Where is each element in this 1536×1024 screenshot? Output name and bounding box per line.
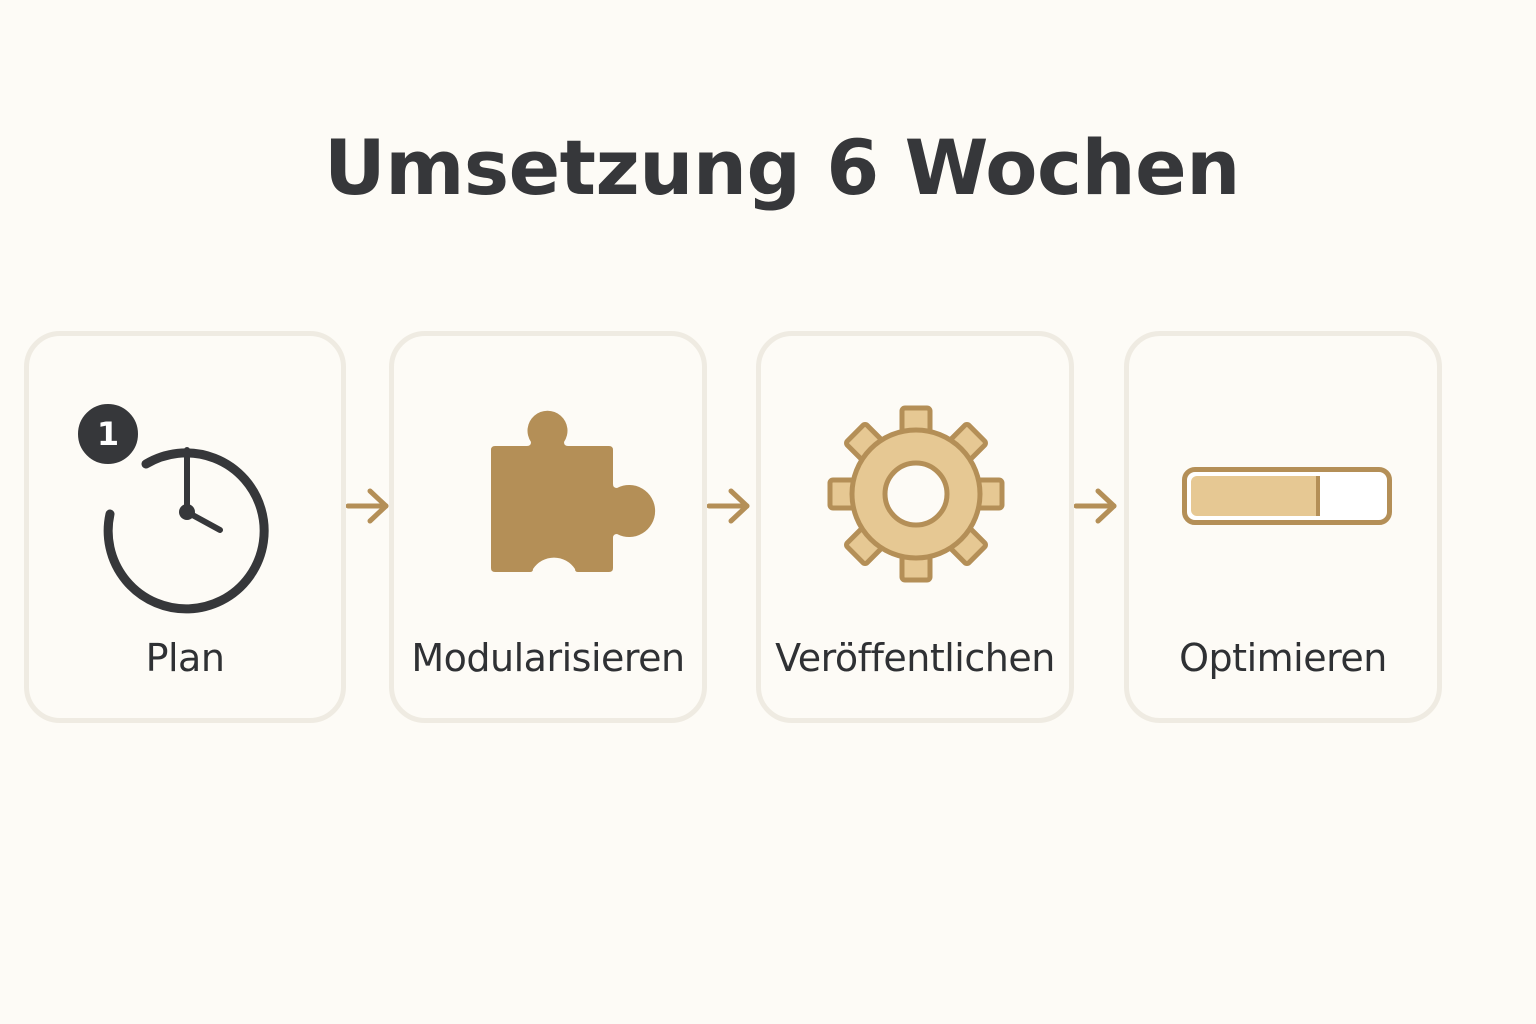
puzzle-piece-icon bbox=[491, 410, 656, 572]
arrow-right-icon bbox=[1074, 488, 1117, 524]
arrow-right-icon bbox=[707, 488, 750, 524]
step-label-plan: Plan bbox=[145, 636, 225, 680]
gear-icon bbox=[827, 405, 1005, 583]
step-card-plan: 1 Plan bbox=[24, 331, 346, 723]
arrow-right-icon bbox=[346, 488, 389, 524]
step-card-veroeffentlichen: Veröffentlichen bbox=[756, 331, 1074, 723]
step-label-optimieren: Optimieren bbox=[1179, 636, 1387, 680]
page-title: Umsetzung 6 Wochen bbox=[324, 123, 1240, 212]
clock-icon bbox=[103, 447, 269, 614]
progress-bar-icon bbox=[1182, 467, 1392, 525]
step-card-modularisieren: Modularisieren bbox=[389, 331, 707, 723]
progress-bar-fill bbox=[1191, 476, 1320, 516]
step-number-badge: 1 bbox=[74, 400, 142, 468]
step-label-veroeffentlichen: Veröffentlichen bbox=[775, 636, 1055, 680]
step-label-modularisieren: Modularisieren bbox=[411, 636, 685, 680]
step-card-optimieren: Optimieren bbox=[1124, 331, 1442, 723]
